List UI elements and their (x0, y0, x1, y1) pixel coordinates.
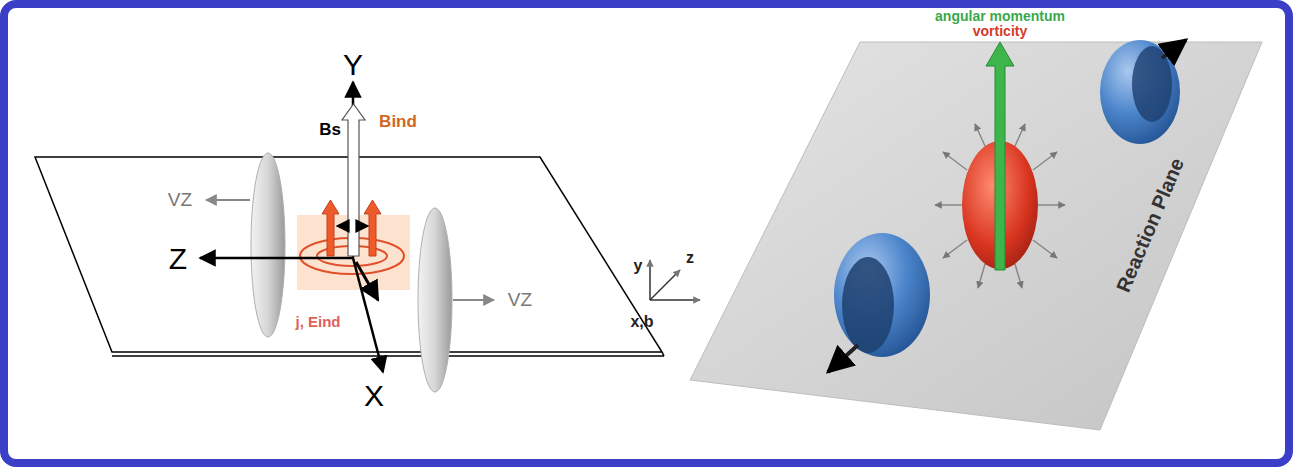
field-label: Bind (379, 113, 417, 132)
angular-momentum-arrow (986, 42, 1014, 270)
flow-arrow (1033, 240, 1057, 258)
axis-label: Z (169, 242, 187, 275)
z-axis (200, 257, 353, 260)
x-axis (650, 299, 700, 301)
flow-arrow (975, 124, 985, 146)
axis-label: Y (343, 48, 363, 81)
left-panel (35, 82, 664, 392)
quantity-label: vorticity (973, 24, 1027, 39)
field-arrow (356, 262, 378, 300)
velocity-arrow (206, 199, 250, 201)
nucleus-disk (251, 153, 285, 337)
frame (4, 4, 1289, 463)
spectator-nucleus (1100, 40, 1186, 144)
flow-arrow (935, 204, 962, 206)
nucleus-disk (418, 208, 452, 392)
quantity-label: angular momentum (935, 9, 1065, 24)
flow-arrow (1015, 264, 1022, 288)
field-label: Bs (319, 121, 341, 140)
velocity-label: VZ (508, 290, 532, 311)
flow-arrow (1038, 204, 1065, 206)
axis-label: x,b (630, 313, 653, 331)
velocity-label: VZ (168, 190, 192, 211)
flow-arrow (1033, 152, 1057, 170)
induced-field-arrow (364, 200, 381, 256)
plane-edge (662, 352, 664, 356)
plane-label: Reaction Plane (1112, 155, 1188, 296)
y-axis (649, 260, 651, 300)
magnetic-field-arrow (342, 104, 365, 256)
right-panel (650, 40, 1262, 430)
flow-arrow (943, 152, 967, 170)
small-arrow (337, 225, 343, 227)
flow-arrow (943, 240, 967, 258)
spectator-nucleus (828, 233, 930, 372)
plane-edge (112, 355, 664, 357)
spectator-arrow (828, 345, 858, 372)
small-arrow (362, 225, 368, 227)
velocity-arrow (453, 299, 494, 301)
z-axis (650, 270, 680, 300)
axis-label: X (364, 379, 384, 412)
spectator-arrow (1162, 40, 1186, 58)
flow-arrow (978, 264, 985, 288)
spectator-body (834, 233, 930, 357)
spectator-cut (842, 257, 894, 353)
axis-label: y (634, 257, 643, 275)
flow-arrow (1015, 124, 1025, 146)
x-axis (353, 258, 383, 372)
induced-field-arrow (322, 200, 339, 256)
current-label: j, Eind (296, 314, 341, 331)
axis-label: z (686, 249, 694, 267)
